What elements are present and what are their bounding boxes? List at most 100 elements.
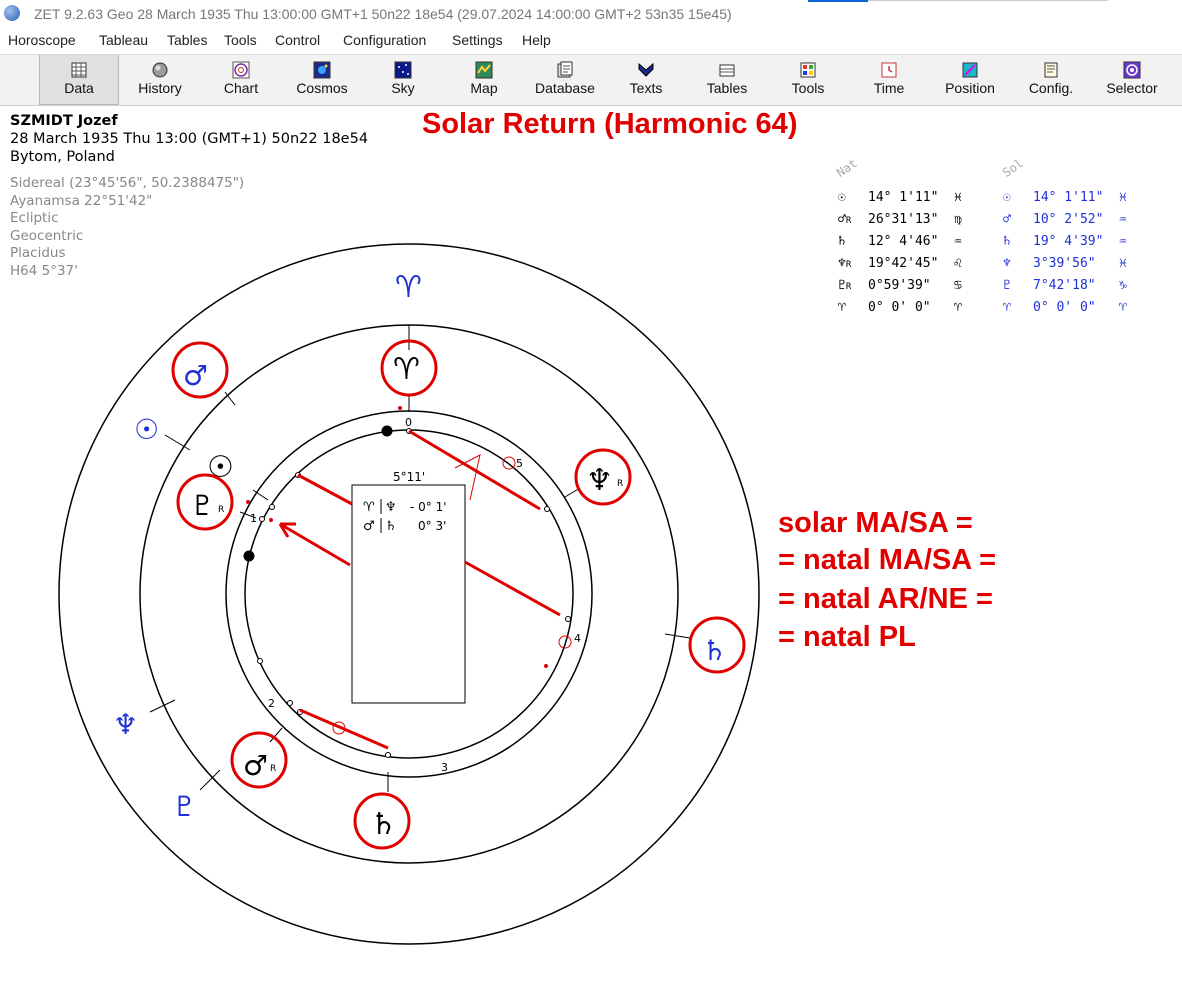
cusp-point <box>257 658 263 664</box>
arrow-head-thin <box>454 454 481 501</box>
position-value: 0°59'39" <box>868 278 931 293</box>
time-icon <box>881 62 897 78</box>
toolbar-cosmos-button[interactable]: Cosmos <box>282 55 362 105</box>
position-value: 12° 4'46" <box>868 234 939 249</box>
natal-neptune-retro: R <box>617 479 623 489</box>
axis-arrow-red <box>279 522 351 567</box>
red-dot <box>246 500 250 504</box>
axis-line-red <box>299 708 389 750</box>
cusp-point <box>269 504 275 510</box>
toolbar-tools-label: Tools <box>791 80 825 96</box>
sign-glyph: ♒ <box>1119 234 1127 249</box>
sign-glyph: ♒ <box>1119 212 1127 227</box>
red-ring-marker <box>332 721 346 735</box>
setting-zodiac: Sidereal (23°45'56", 50.2388475") <box>10 175 245 191</box>
toolbar-time-button[interactable]: Time <box>849 55 929 105</box>
setting-center: Geocentric <box>10 227 84 244</box>
planet-glyph: ♂ <box>838 212 846 227</box>
toolbar-selector-button[interactable]: Selector <box>1092 55 1172 105</box>
axis-line-red <box>297 473 353 506</box>
tables-icon <box>719 64 735 77</box>
menu-tools[interactable]: Tools <box>224 32 257 48</box>
midpoint-b1: ♆ <box>385 500 397 515</box>
cusp-point <box>287 700 293 706</box>
annotation-line-2: = natal MA/SA = <box>778 544 997 576</box>
toolbar-data-button[interactable]: Data <box>39 55 119 105</box>
cosmos-icon <box>313 61 331 79</box>
midpoint-a1: ♈ <box>363 500 375 515</box>
toolbar-texts-button[interactable]: Texts <box>606 55 686 105</box>
position-value: 26°31'13" <box>868 212 939 227</box>
menu-tables[interactable]: Tables <box>167 32 208 48</box>
natal-row: ♄12° 4'46"♒ <box>838 234 962 256</box>
position-value: 3°39'56" <box>1033 256 1096 271</box>
tools-icon <box>800 62 816 78</box>
birth-datetime: 28 March 1935 Thu 13:00 (GMT+1) 50n22 18… <box>10 131 369 147</box>
toolbar-tables-button[interactable]: Tables <box>687 55 767 105</box>
house-number-3: 3 <box>441 761 448 774</box>
sky-icon <box>394 61 412 79</box>
selector-icon <box>1123 61 1141 79</box>
sign-glyph: ♑ <box>1119 278 1127 293</box>
menu-help[interactable]: Help <box>522 32 551 48</box>
planet-glyph: ♈ <box>838 300 846 315</box>
map-icon <box>475 61 493 79</box>
planet-glyph: ♈ <box>1003 300 1011 315</box>
solar-row: ♈ 0° 0' 0"♈ <box>1003 300 1127 322</box>
retro-flag: R <box>845 216 852 226</box>
person-name: SZMIDT Jozef <box>10 113 118 129</box>
solar-mars-glyph: ♂ <box>183 359 208 392</box>
toolbar-position-button[interactable]: Position <box>930 55 1010 105</box>
toolbar-database-button[interactable]: Database <box>525 55 605 105</box>
data-grid-icon <box>71 62 87 78</box>
annotation-line-3: = natal AR/NE = <box>778 583 993 615</box>
midpoint-box <box>351 484 466 704</box>
position-value: 10° 2'52" <box>1033 212 1104 227</box>
planet-glyph: ♆ <box>1003 256 1011 271</box>
menu-control[interactable]: Control <box>275 32 321 48</box>
menu-configuration[interactable]: Configuration <box>343 32 427 48</box>
title-bar: ZET 9.2.63 Geo 28 March 1935 Thu 13:00:0… <box>0 0 1182 28</box>
toolbar-chart-button[interactable]: Chart <box>201 55 281 105</box>
midpoint-val1: - 0° 1' <box>410 500 447 514</box>
sign-glyph: ♈ <box>1119 300 1127 315</box>
toolbar-sky-button[interactable]: Sky <box>363 55 443 105</box>
planet-glyph: ♇ <box>838 278 846 293</box>
solar-row: ☉14° 1'11"♓ <box>1003 190 1127 212</box>
setting-harmonic: H64 5°37' <box>10 262 78 279</box>
cusp-point <box>544 506 550 512</box>
chart-settings: Sidereal (23°45'56", 50.2388475") Ayanam… <box>10 175 244 280</box>
midpoint-b2: ♄ <box>385 519 397 534</box>
planet-glyph: ☉ <box>838 190 846 205</box>
menu-horoscope[interactable]: Horoscope <box>8 32 76 48</box>
toolbar-map-button[interactable]: Map <box>444 55 524 105</box>
toolbar-tools-button[interactable]: Tools <box>768 55 848 105</box>
setting-coordinates: Ecliptic <box>10 210 59 226</box>
sign-glyph: ♋ <box>954 278 962 293</box>
red-dot <box>269 518 273 522</box>
title-accent-line <box>808 0 868 2</box>
window-title: ZET 9.2.63 Geo 28 March 1935 Thu 13:00:0… <box>34 6 732 22</box>
toolbar-history-label: History <box>138 80 182 96</box>
tick <box>239 511 257 519</box>
toolbar-history-button[interactable]: History <box>120 55 200 105</box>
chart-wheel-icon <box>232 61 250 79</box>
natal-aries-point-glyph: ♈ <box>393 352 420 387</box>
menu-tableau[interactable]: Tableau <box>99 32 149 48</box>
toolbar-cosmos-label: Cosmos <box>296 80 348 96</box>
midpoint-val2: 0° 3' <box>418 519 446 533</box>
toolbar-config-button[interactable]: Config. <box>1011 55 1091 105</box>
config-icon <box>1044 62 1058 78</box>
solar-neptune-glyph: ♆ <box>113 708 138 741</box>
position-value: 7°42'18" <box>1033 278 1096 293</box>
natal-pluto-glyph: ♇ <box>190 489 215 522</box>
tick <box>664 633 691 639</box>
natal-saturn-glyph: ♄ <box>370 807 397 842</box>
solar-row: ♂10° 2'52"♒ <box>1003 212 1127 234</box>
solar-aries-point-glyph: ♈ <box>395 270 422 305</box>
annotation-line-1: solar MA/SA = <box>778 507 973 539</box>
menu-settings[interactable]: Settings <box>452 32 503 48</box>
toolbar-position-label: Position <box>945 80 995 96</box>
menu-bar: Horoscope Tableau Tables Tools Control C… <box>0 30 1182 52</box>
